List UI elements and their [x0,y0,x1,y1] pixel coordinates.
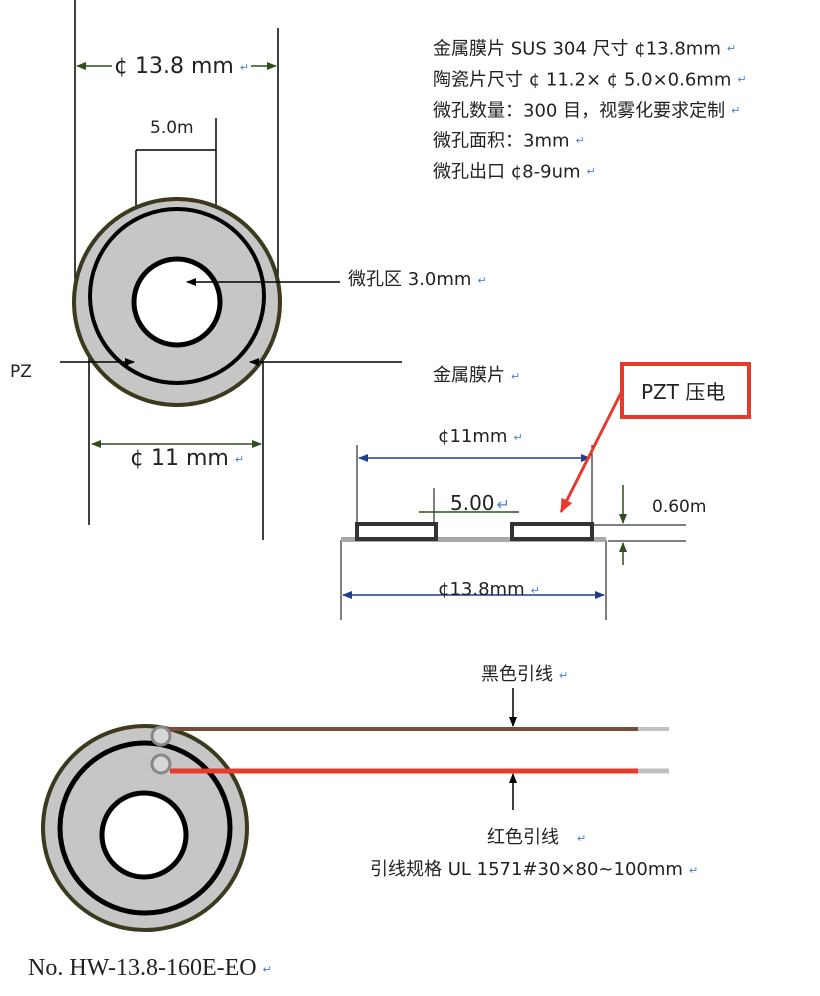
spec-list: 金属膜片 SUS 304 尺寸 ¢13.8mm↵ 陶瓷片尺寸 ¢ 11.2× ¢… [433,34,747,188]
spec-line: 微孔面积：3mm↵ [433,130,585,152]
section-pz-diameter-label: ¢11mm↵ [438,426,523,447]
wire-spec-label: 引线规格 UL 1571#30×80~100mm↵ [370,859,699,880]
inner-diameter-label: 5.0m [150,118,194,138]
section-piezo-right [510,522,594,541]
paragraph-mark-icon: ↵ [559,668,569,682]
wire-view [41,688,669,932]
hole-diameter-label: 5.00↵ [450,491,510,515]
section-view [340,362,751,620]
paragraph-mark-icon: ↵ [239,60,250,74]
solder-pad-black [150,725,172,747]
return-mark-icon: ↵ [496,495,510,514]
pzt-label: PZT 压电 [641,380,726,404]
paragraph-mark-icon: ↵ [511,369,521,383]
top-view [60,0,402,540]
metal-membrane-label: 金属膜片↵ [433,365,521,386]
paragraph-mark-icon: ↵ [530,583,540,597]
outer-diameter-label: ¢ 13.8 mm↵ [112,54,252,79]
paragraph-mark-icon: ↵ [577,831,587,845]
spec-line: 微孔出口 ¢8-9um↵ [433,161,596,183]
paragraph-mark-icon: ↵ [234,452,245,466]
solder-pad-red [150,753,172,775]
paragraph-mark-icon: ↵ [575,134,585,148]
model-number: No. HW-13.8-160E-EO↵ [28,955,272,981]
paragraph-mark-icon: ↵ [688,863,699,877]
paragraph-mark-icon: ↵ [731,103,741,117]
section-piezo-left [355,522,438,541]
thickness-label: 0.60m [652,497,707,517]
section-metal-plate [341,537,606,542]
paragraph-mark-icon: ↵ [477,273,487,287]
paragraph-mark-icon: ↵ [586,165,596,178]
pz-label: PZ [10,362,32,382]
pzt-callout-arrow [559,390,624,513]
spec-line: 陶瓷片尺寸 ¢ 11.2× ¢ 5.0×0.6mm↵ [433,69,747,90]
spec-line: 微孔数量：300 目，视雾化要求定制↵ [433,99,741,121]
pz-diameter-label: ¢ 11 mm↵ [130,446,245,471]
paragraph-mark-icon: ↵ [262,963,272,976]
red-wire-label: 红色引线↵ [487,827,587,848]
pzt-callout-box [620,362,751,419]
wire-center-hole [99,790,189,880]
micro-hole-label: 微孔区 3.0mm↵ [348,269,487,290]
spec-line: 金属膜片 SUS 304 尺寸 ¢13.8mm↵ [433,38,737,60]
paragraph-mark-icon: ↵ [513,430,523,444]
paragraph-mark-icon: ↵ [737,72,747,86]
black-wire-label: 黑色引线↵ [481,664,569,685]
micro-hole-area [131,256,223,348]
paragraph-mark-icon: ↵ [726,42,737,55]
section-outer-diameter-label: ¢13.8mm↵ [438,579,540,600]
